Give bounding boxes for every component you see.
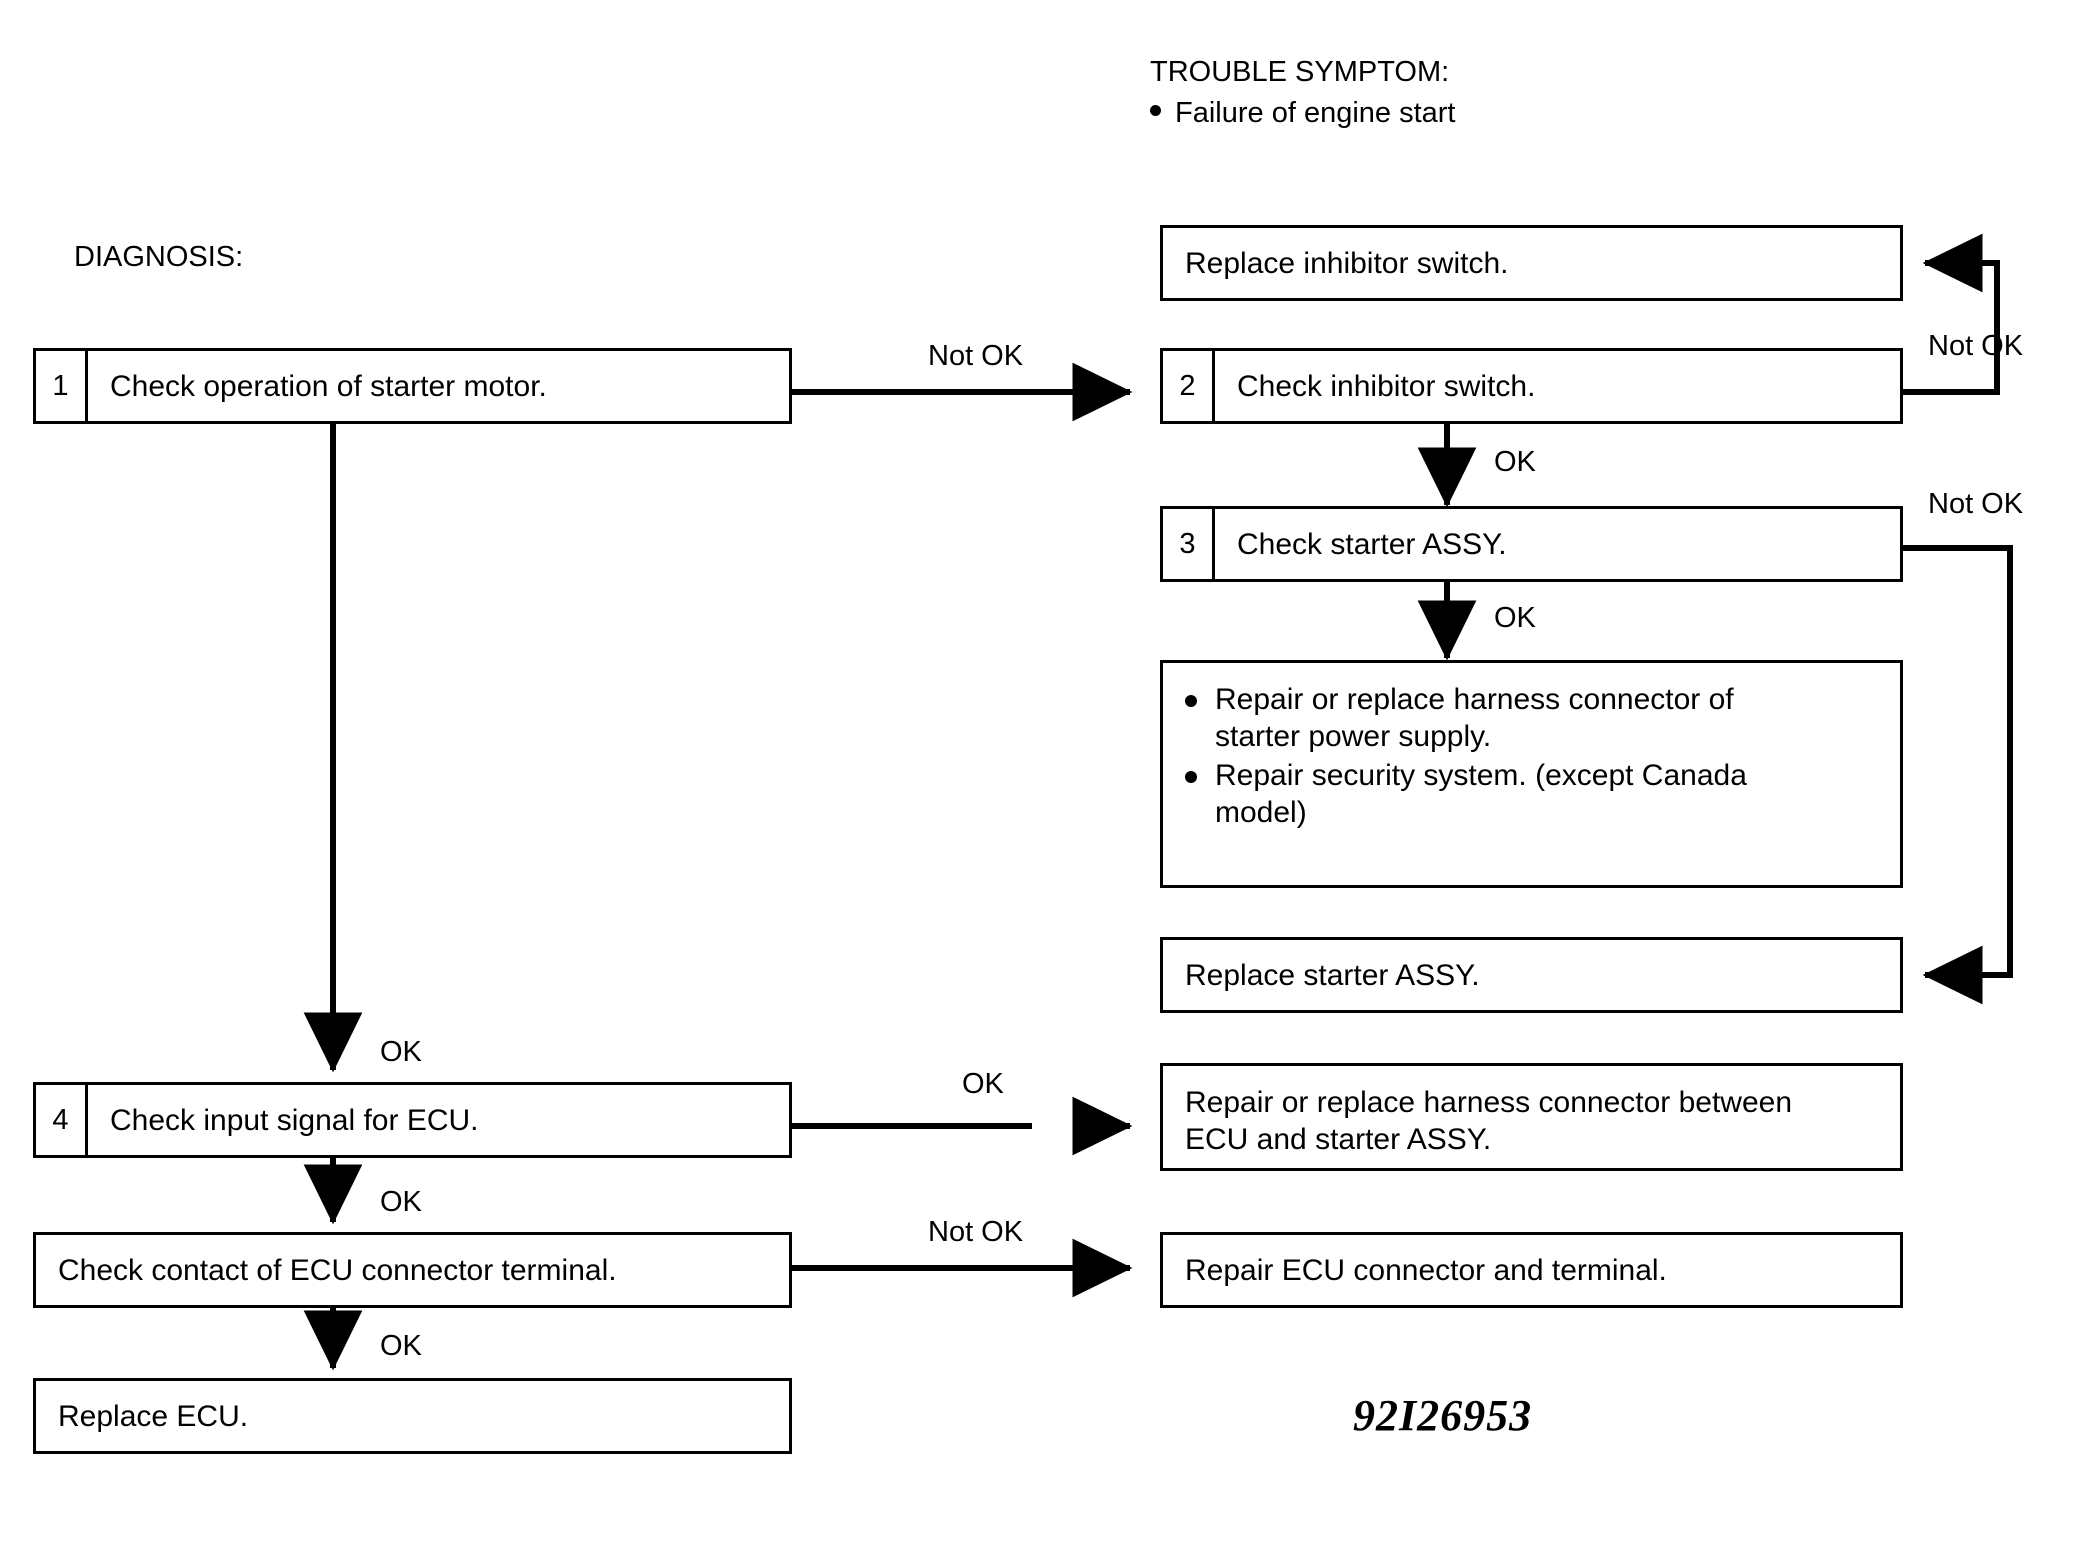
- repair-bullet-1-line-1: Repair or replace harness connector of: [1215, 683, 1734, 716]
- edge-label-step2-not-ok: Not OK: [1928, 330, 2024, 362]
- node-step-1[interactable]: 1 Check operation of starter motor.: [33, 348, 792, 424]
- node-step-4[interactable]: 4 Check input signal for ECU.: [33, 1082, 792, 1158]
- repair-bullet-2-line-2: model): [1215, 796, 1307, 829]
- edge-label-step2-ok: OK: [1494, 446, 1536, 478]
- bullet-icon: [1185, 771, 1197, 783]
- node-repair-ecu-connector-terminal[interactable]: Repair ECU connector and terminal.: [1160, 1232, 1903, 1308]
- edge-label-step3-not-ok: Not OK: [1928, 488, 2024, 520]
- edge-label-step4-ok-right: OK: [962, 1068, 1004, 1100]
- repair-bullet-item-1: Repair or replace harness connector of s…: [1185, 681, 1878, 755]
- diagnosis-title: DIAGNOSIS:: [74, 241, 244, 273]
- check-ecu-contact-label: Check contact of ECU connector terminal.: [58, 1253, 617, 1287]
- bullet-icon: [1185, 695, 1197, 707]
- repair-bullet-1-line-2: starter power supply.: [1215, 720, 1492, 753]
- trouble-symptom-title: TROUBLE SYMPTOM:: [1150, 56, 1450, 88]
- node-step-2[interactable]: 2 Check inhibitor switch.: [1160, 348, 1903, 424]
- replace-inhibitor-switch-label: Replace inhibitor switch.: [1185, 246, 1509, 280]
- repair-bullet-2-line-1: Repair security system. (except Canada: [1215, 759, 1747, 792]
- step-1-label: Check operation of starter motor.: [110, 369, 547, 403]
- edge-label-step1-ok: OK: [380, 1036, 422, 1068]
- trouble-symptom-item: Failure of engine start: [1150, 93, 1455, 134]
- diagnosis-heading: DIAGNOSIS: Abnormal signal from starter …: [74, 155, 527, 483]
- repair-harness-ecu-starter-line-1: Repair or replace harness connector betw…: [1185, 1086, 1793, 1119]
- step-4-number: 4: [36, 1085, 88, 1155]
- node-repair-harness-and-security[interactable]: Repair or replace harness connector of s…: [1160, 660, 1903, 888]
- step-3-label: Check starter ASSY.: [1237, 527, 1507, 561]
- node-step-3[interactable]: 3 Check starter ASSY.: [1160, 506, 1903, 582]
- trouble-symptom-item-label: Failure of engine start: [1175, 97, 1456, 129]
- repair-harness-ecu-starter-label: Repair or replace harness connector betw…: [1185, 1084, 1792, 1158]
- repair-bullet-list: Repair or replace harness connector of s…: [1185, 681, 1878, 833]
- repair-harness-ecu-starter-line-2: ECU and starter ASSY.: [1185, 1123, 1492, 1156]
- step-4-label: Check input signal for ECU.: [110, 1103, 479, 1137]
- step-2-number: 2: [1163, 351, 1215, 421]
- step-1-number: 1: [36, 351, 88, 421]
- trouble-symptom-heading: TROUBLE SYMPTOM: Failure of engine start: [1150, 52, 1455, 134]
- edge-label-ecu-contact-ok: OK: [380, 1330, 422, 1362]
- step-2-label: Check inhibitor switch.: [1237, 369, 1536, 403]
- node-replace-ecu[interactable]: Replace ECU.: [33, 1378, 792, 1454]
- node-repair-harness-ecu-starter[interactable]: Repair or replace harness connector betw…: [1160, 1063, 1903, 1171]
- edge-label-step4-ok-down: OK: [380, 1186, 422, 1218]
- replace-ecu-label: Replace ECU.: [58, 1399, 249, 1433]
- edge-label-step1-not-ok: Not OK: [928, 340, 1024, 372]
- repair-ecu-connector-terminal-label: Repair ECU connector and terminal.: [1185, 1253, 1667, 1287]
- edge-label-step3-ok: OK: [1494, 602, 1536, 634]
- node-replace-inhibitor-switch[interactable]: Replace inhibitor switch.: [1160, 225, 1903, 301]
- replace-starter-assy-label: Replace starter ASSY.: [1185, 958, 1480, 992]
- node-replace-starter-assy[interactable]: Replace starter ASSY.: [1160, 937, 1903, 1013]
- step-3-number: 3: [1163, 509, 1215, 579]
- bullet-icon: [1150, 105, 1161, 116]
- node-check-ecu-connector-contact[interactable]: Check contact of ECU connector terminal.: [33, 1232, 792, 1308]
- edge-label-ecu-contact-not-ok: Not OK: [928, 1216, 1024, 1248]
- figure-code: 92I26953: [1353, 1391, 1533, 1440]
- repair-bullet-item-2: Repair security system. (except Canada m…: [1185, 757, 1878, 831]
